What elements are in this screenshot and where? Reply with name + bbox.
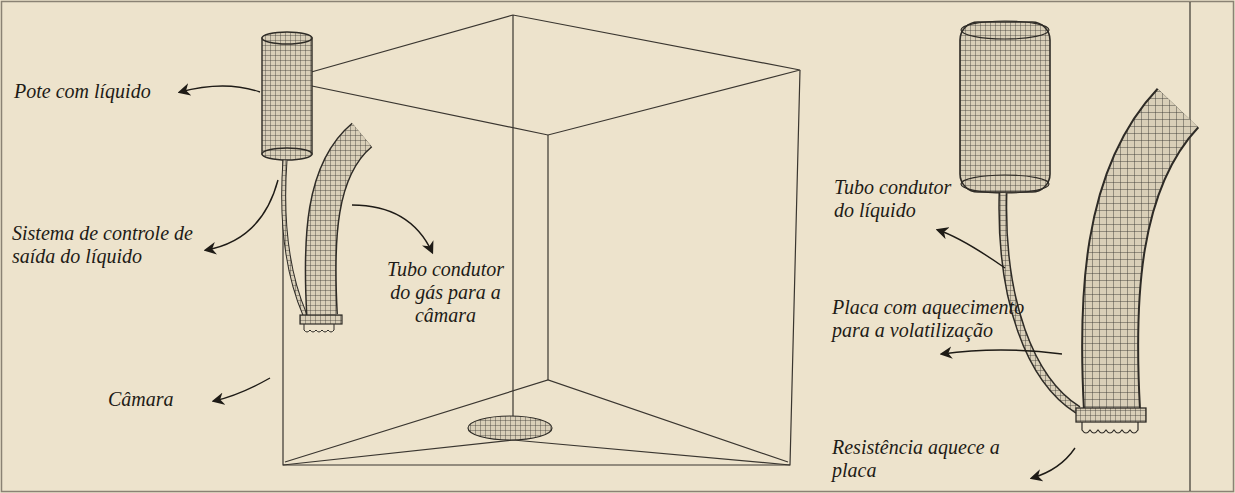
pot-left — [262, 32, 312, 160]
pot-right — [960, 21, 1050, 193]
callout-label: Câmara — [108, 388, 208, 411]
callout-label: Placa com aquecimento para a volatilizaç… — [832, 296, 1042, 342]
gas-tube — [1110, 108, 1178, 410]
leader-arrow — [180, 86, 1075, 478]
heating-plate — [300, 315, 342, 324]
liquid-tube — [284, 160, 305, 315]
callout-label: Resistência aquece a placa — [832, 436, 1017, 482]
liquid-tube — [284, 160, 305, 315]
gas-tube — [321, 135, 362, 315]
heating-plate — [1076, 408, 1146, 422]
disc — [468, 416, 552, 440]
gas-tube — [321, 135, 362, 315]
gas-tube — [1110, 108, 1178, 410]
resistor-symbol — [304, 324, 334, 332]
callout-label: Sistema de controle de saída do líquido — [12, 222, 197, 268]
resistor-symbol — [1082, 422, 1138, 433]
chamber — [283, 15, 800, 465]
callout-label: Tubo condutor do líquido — [834, 176, 956, 222]
callout-label: Tubo condutor do gás para a câmara — [378, 258, 513, 327]
chamber-edge — [1189, 2, 1190, 491]
callout-label: Pote com líquido — [14, 80, 174, 103]
